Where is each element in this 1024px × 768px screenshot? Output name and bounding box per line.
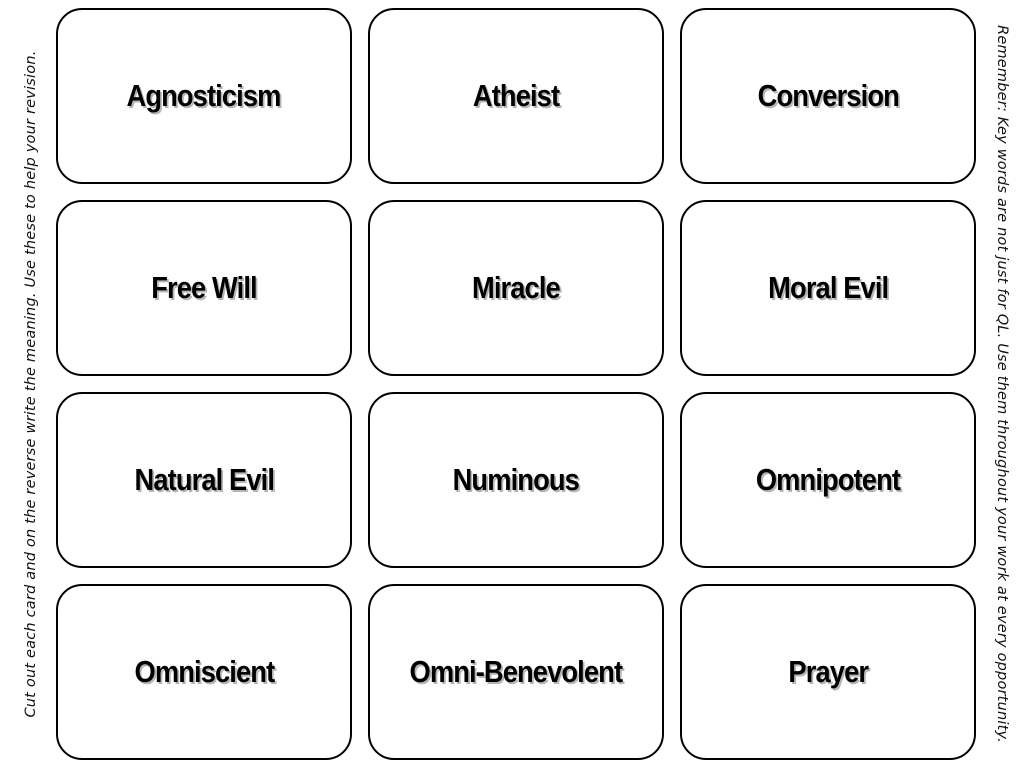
keyword-card-label: Omni-Benevolent [409,654,624,689]
keyword-card: Omniscient [56,584,352,760]
keyword-card: Conversion [680,8,976,184]
keyword-card: Atheist [368,8,664,184]
left-instruction: Cut out each card and on the reverse wri… [23,50,39,718]
keyword-card: Moral Evil [680,200,976,376]
keyword-card-label: Atheist [472,78,560,113]
keyword-card-label: Numinous [452,462,580,497]
keyword-card-label: Omniscient [134,654,275,689]
keyword-card: Numinous [368,392,664,568]
keyword-card-label: Miracle [472,270,561,305]
keyword-card-label: Omnipotent [755,462,901,497]
keyword-card-label: Prayer [788,654,869,689]
right-instruction: Remember: Key words are not just for QL.… [994,25,1010,743]
keyword-card-grid: Agnosticism Atheist Conversion Free Will… [56,8,976,760]
keyword-card: Omnipotent [680,392,976,568]
keyword-card: Natural Evil [56,392,352,568]
keyword-card: Miracle [368,200,664,376]
keyword-card: Omni-Benevolent [368,584,664,760]
keyword-card: Prayer [680,584,976,760]
keyword-card-label: Moral Evil [767,270,889,305]
keyword-card-label: Agnosticism [126,78,282,113]
keyword-card-label: Free Will [151,270,257,305]
keyword-card: Free Will [56,200,352,376]
keyword-card-label: Natural Evil [134,462,274,497]
keyword-card: Agnosticism [56,8,352,184]
keyword-card-label: Conversion [757,78,899,113]
